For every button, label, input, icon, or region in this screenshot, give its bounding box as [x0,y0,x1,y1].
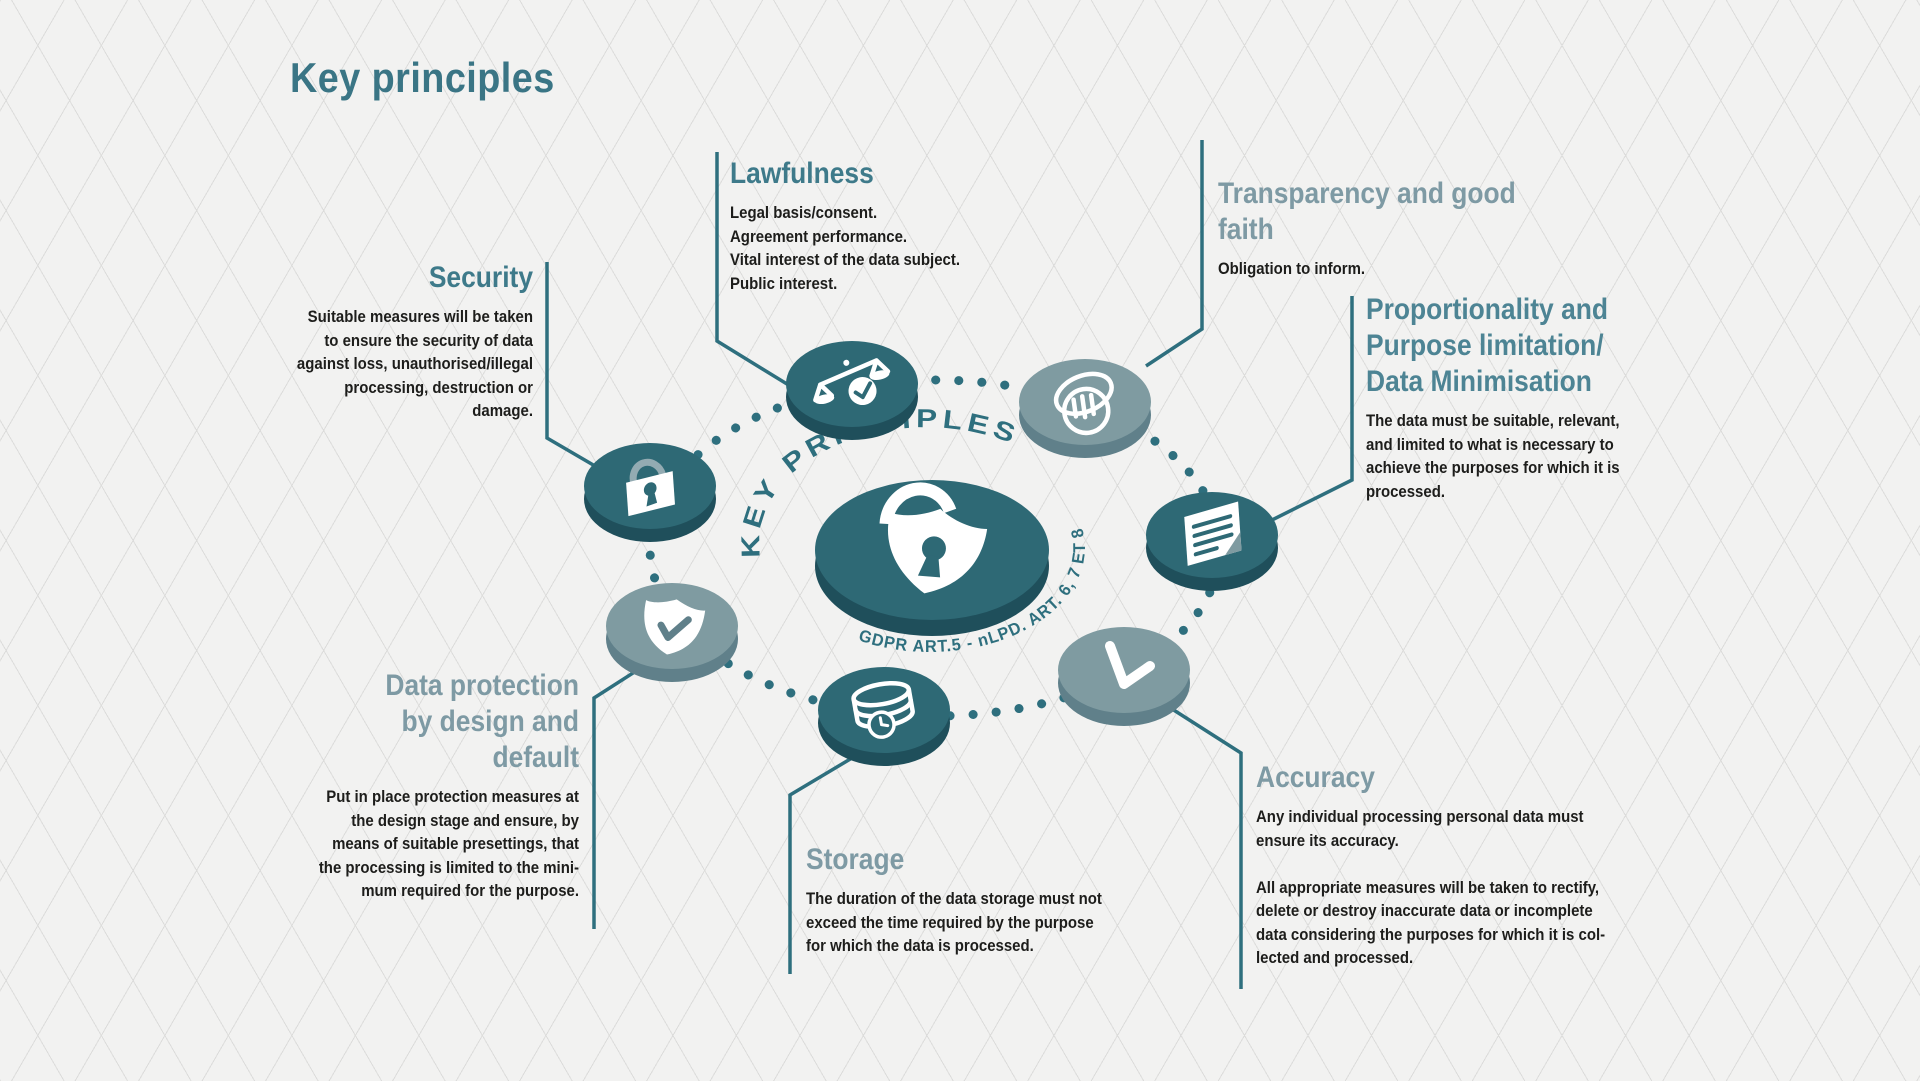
clock-hands-icon [1105,641,1155,689]
security-body: Suitable measures will be taken to ensur… [296,307,533,420]
principle-block-transparency: Transparency and good faith Obligation t… [1218,176,1535,281]
lawfulness-heading: Lawfulness [730,157,874,190]
connector-data-protection [592,662,648,929]
data-protection-body: Put in place protection measures at the … [318,787,579,900]
principle-block-storage: Storage The duration of the data storage… [806,842,1123,958]
shield-lock-icon [879,482,988,594]
node-accuracy [1058,627,1190,726]
node-storage [818,667,950,766]
connector-accuracy [1157,698,1243,989]
database-icon [851,681,915,739]
storage-body: The duration of the data storage must no… [806,889,1102,955]
data-protection-heading: Data protection by design and default [385,669,579,774]
padlock-icon [626,458,675,517]
transparency-body: Obligation to inform. [1218,259,1366,278]
principle-block-data-protection: Data protection by design and default Pu… [262,668,579,903]
principle-block-accuracy: Accuracy Any individual processing perso… [1256,760,1608,970]
proportionality-heading: Proportionality and Purpose limitation/ … [1366,293,1609,398]
shield-check-icon [644,599,706,655]
node-lawfulness [786,341,918,440]
hub-node [815,480,1049,636]
transparency-heading: Transparency and good faith [1218,177,1516,246]
connector-proportionality [1265,296,1354,525]
node-security [584,443,716,542]
accuracy-heading: Accuracy [1256,761,1375,794]
accuracy-body: Any individual processing personal data … [1256,807,1606,967]
connector-lawfulness [715,152,801,394]
connector-security [545,262,608,475]
sphere-icon [1053,371,1114,436]
node-transparency [1019,359,1151,458]
security-heading: Security [428,261,533,294]
lawfulness-body: Legal basis/consent. Agreement performan… [730,203,960,293]
document-icon [1184,501,1242,566]
page-title: Key principles [290,54,555,101]
principle-block-lawfulness: Lawfulness Legal basis/consent. Agreemen… [730,156,1047,295]
node-data-protection [606,583,738,682]
connector-transparency [1145,140,1204,368]
principle-block-security: Security Suitable measures will be taken… [216,260,533,423]
connector-storage [788,756,853,974]
scales-icon [813,358,891,406]
principle-block-proportionality: Proportionality and Purpose limitation/ … [1366,292,1683,503]
proportionality-body: The data must be suitable, relevant, and… [1366,411,1620,501]
storage-heading: Storage [806,843,905,876]
node-proportionality [1146,492,1278,591]
